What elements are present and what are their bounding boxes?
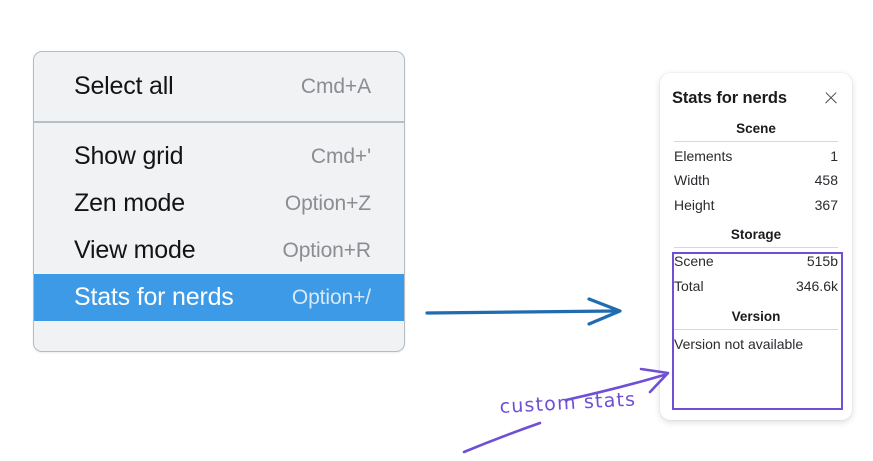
blue-arrow-annotation xyxy=(425,297,622,326)
stats-section-heading-version: Version xyxy=(731,308,781,324)
stat-value: 346.6k xyxy=(795,277,838,294)
menu-item-stats-for-nerds[interactable]: Stats for nerds Option+/ xyxy=(34,274,404,321)
stat-key: Total xyxy=(674,277,704,294)
stat-version-text: Version not available xyxy=(674,335,804,352)
menu-item-zen-mode[interactable]: Zen mode Option+Z xyxy=(34,180,404,227)
menu-item-show-grid[interactable]: Show grid Cmd+' xyxy=(34,133,404,180)
stat-row: Width 458 xyxy=(672,169,840,194)
stat-value: 515b xyxy=(806,253,838,269)
stats-panel-title: Stats for nerds xyxy=(672,88,787,107)
stat-value: 1 xyxy=(830,147,838,164)
menu-item-shortcut: Cmd+' xyxy=(310,144,371,168)
section-divider xyxy=(674,328,838,330)
stat-key: Elements xyxy=(674,147,733,164)
menu-item-label: View mode xyxy=(74,236,196,264)
close-icon[interactable] xyxy=(822,90,839,107)
stats-section-heading-scene: Scene xyxy=(736,121,776,136)
section-divider xyxy=(674,246,838,248)
stats-panel-header: Stats for nerds xyxy=(672,73,840,115)
stats-for-nerds-panel: Stats for nerds Scene Elements 1 Width 4… xyxy=(660,73,852,420)
menu-item-label: Stats for nerds xyxy=(74,283,234,311)
menu-divider xyxy=(34,121,404,123)
stat-value: 458 xyxy=(814,172,838,188)
stat-row: Height 367 xyxy=(672,193,840,218)
stat-value: 367 xyxy=(814,196,838,213)
menu-item-shortcut: Option+/ xyxy=(291,285,371,309)
menu-item-view-mode[interactable]: View mode Option+R xyxy=(34,227,404,274)
context-menu[interactable]: Select all Cmd+A Show grid Cmd+' Zen mod… xyxy=(33,51,405,352)
menu-section-bottom: Show grid Cmd+' Zen mode Option+Z View m… xyxy=(34,123,404,331)
stat-key: Width xyxy=(674,172,710,188)
menu-item-shortcut: Option+R xyxy=(282,238,371,262)
menu-item-select-all[interactable]: Select all Cmd+A xyxy=(34,63,404,110)
stat-key: Scene xyxy=(674,253,714,269)
menu-item-label: Zen mode xyxy=(74,189,185,217)
stat-row: Scene 515b xyxy=(672,250,840,275)
menu-item-shortcut: Option+Z xyxy=(284,191,371,215)
purple-underline-annotation xyxy=(462,421,542,454)
stats-section-heading-storage: Storage xyxy=(730,226,782,242)
menu-item-shortcut: Cmd+A xyxy=(300,74,371,98)
menu-item-label: Show grid xyxy=(74,142,184,170)
stat-row: Total 346.6k xyxy=(672,274,840,299)
menu-section-top: Select all Cmd+A xyxy=(34,52,404,121)
menu-item-label: Select all xyxy=(74,72,174,100)
section-divider xyxy=(674,141,838,142)
stat-key: Height xyxy=(674,196,715,213)
handwritten-label-custom-stats: custom stats xyxy=(499,388,637,418)
stat-row: Elements 1 xyxy=(672,144,840,169)
